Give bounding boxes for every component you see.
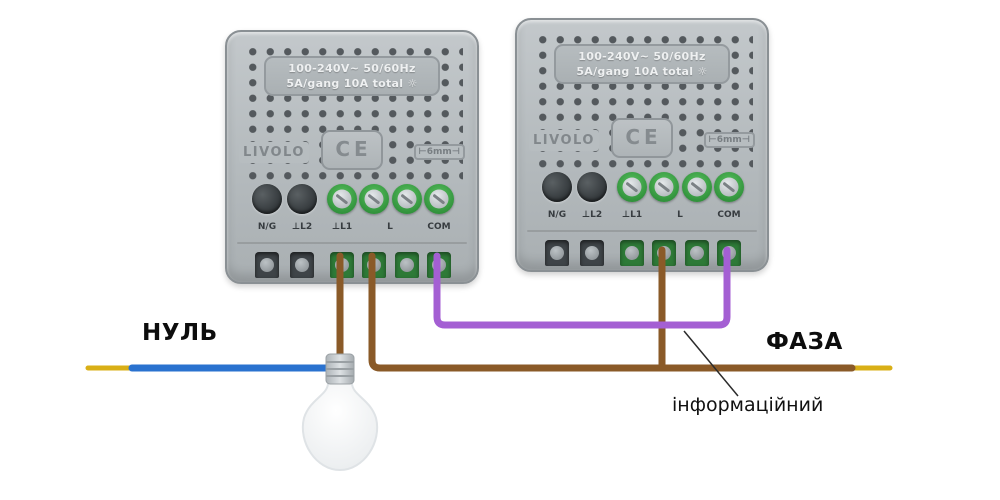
terminal-label-l2: ⊥L2 xyxy=(581,210,603,220)
rating-line2: 5A/gang 10A total xyxy=(286,77,404,90)
wire-slot xyxy=(545,240,569,266)
wire-entry-slots xyxy=(227,250,477,278)
terminal-screw xyxy=(682,172,712,202)
terminal-label-com: COM xyxy=(427,222,451,232)
wire-slot xyxy=(580,240,604,266)
terminal-hole xyxy=(287,184,317,214)
terminal-screw xyxy=(359,184,389,214)
info-wire-label: інформаційний xyxy=(672,394,824,416)
terminal-label-l1: ⊥L1 xyxy=(621,210,643,220)
rating-plate: 100-240V~ 50/60Hz 5A/gang 10A total ☼ xyxy=(264,56,440,96)
terminal-screw xyxy=(714,172,744,202)
terminal-screw xyxy=(649,172,679,202)
terminal-screw xyxy=(617,172,647,202)
terminal-screws xyxy=(227,184,477,216)
case-groove xyxy=(237,242,467,244)
brand-logo: LIVOLO xyxy=(239,142,309,163)
wire-slot xyxy=(362,252,386,278)
wire-slot xyxy=(290,252,314,278)
terminal-screw xyxy=(327,184,357,214)
switch-module-1: 100-240V~ 50/60Hz 5A/gang 10A total ☼ LI… xyxy=(225,30,479,284)
terminal-labels: N/G ⊥L2 ⊥L1 L COM xyxy=(517,210,767,222)
terminal-hole xyxy=(252,184,282,214)
bulb-cap xyxy=(325,353,355,385)
terminal-label-l1: ⊥L1 xyxy=(331,222,353,232)
wire-slot xyxy=(330,252,354,278)
rating-line2: 5A/gang 10A total xyxy=(576,65,694,78)
brightness-icon: ☼ xyxy=(407,77,418,90)
rating-line1: 100-240V~ 50/60Hz xyxy=(578,50,706,63)
terminal-hole xyxy=(577,172,607,202)
phase-label: ФАЗА xyxy=(766,329,843,355)
terminal-label-com: COM xyxy=(717,210,741,220)
terminal-hole xyxy=(542,172,572,202)
rating-line2-row: 5A/gang 10A total ☼ xyxy=(268,76,436,91)
wire-gauge-mark: ⊢6mm⊣ xyxy=(413,144,465,160)
switch-module-2: 100-240V~ 50/60Hz 5A/gang 10A total ☼ LI… xyxy=(515,18,769,272)
light-bulb xyxy=(301,353,379,472)
brightness-icon: ☼ xyxy=(697,65,708,78)
rating-line1: 100-240V~ 50/60Hz xyxy=(288,62,416,75)
wire-slot xyxy=(717,240,741,266)
wire-slot xyxy=(427,252,451,278)
wire-entry-slots xyxy=(517,238,767,266)
wire-slot xyxy=(395,252,419,278)
case-groove xyxy=(527,230,757,232)
bulb-cap-ridges xyxy=(326,361,354,377)
neutral-label: НУЛЬ xyxy=(142,320,218,346)
ce-mark: CE xyxy=(611,118,673,158)
terminal-screw xyxy=(424,184,454,214)
info-pointer-line xyxy=(683,330,739,397)
terminal-screw xyxy=(392,184,422,214)
terminal-labels: N/G ⊥L2 ⊥L1 L COM xyxy=(227,222,477,234)
terminal-label-l2: ⊥L2 xyxy=(291,222,313,232)
rating-plate: 100-240V~ 50/60Hz 5A/gang 10A total ☼ xyxy=(554,44,730,84)
terminal-label-l: L xyxy=(387,222,393,232)
wire-slot xyxy=(685,240,709,266)
ce-mark: CE xyxy=(321,130,383,170)
wire-slot xyxy=(620,240,644,266)
wire-gauge-mark: ⊢6mm⊣ xyxy=(703,132,755,148)
wire-slot xyxy=(255,252,279,278)
rating-line2-row: 5A/gang 10A total ☼ xyxy=(558,64,726,79)
terminal-label-l: L xyxy=(677,210,683,220)
brand-logo: LIVOLO xyxy=(529,130,599,151)
terminal-label-ng: N/G xyxy=(547,210,567,220)
bulb-glass xyxy=(301,382,379,472)
terminal-label-ng: N/G xyxy=(257,222,277,232)
terminal-screws xyxy=(517,172,767,204)
wire-slot xyxy=(652,240,676,266)
